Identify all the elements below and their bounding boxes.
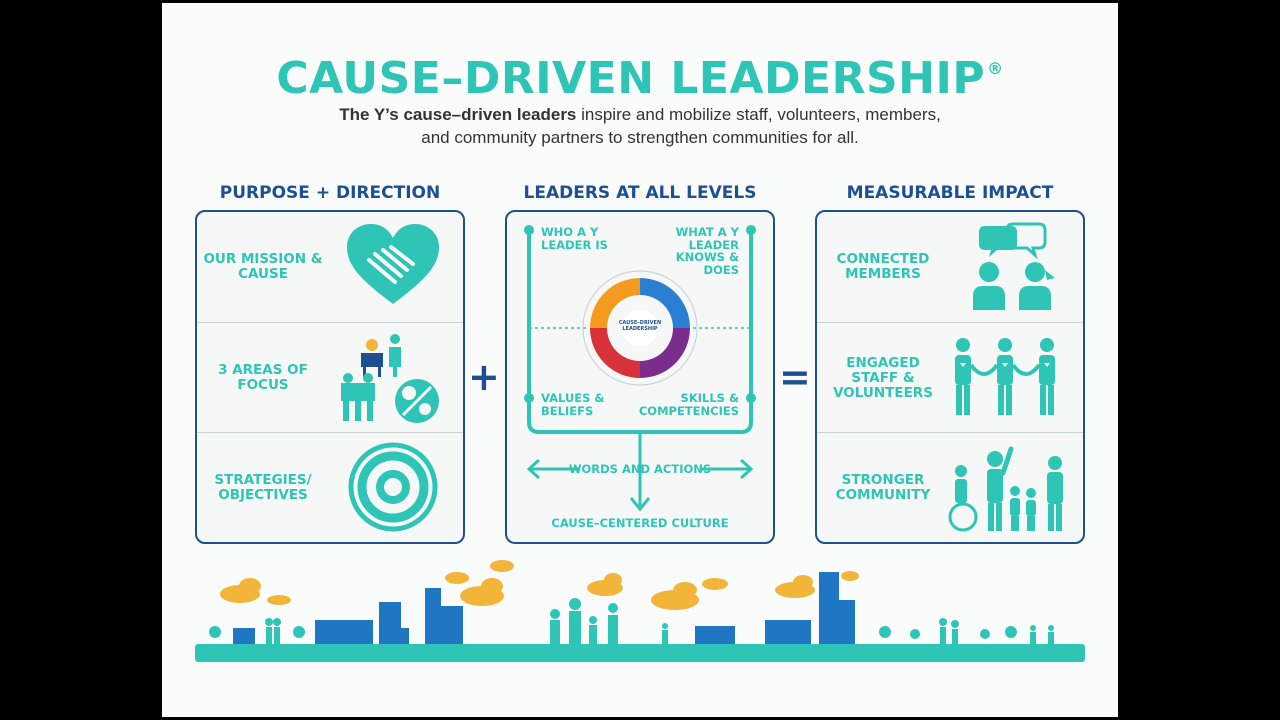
what-leader-knows-label: WHAT A Y LEADER KNOWS & DOES bbox=[675, 225, 739, 277]
measurable-impact-heading: MEASURABLE IMPACT bbox=[846, 183, 1054, 203]
areas-of-focus-row: 3 AREAS OF FOCUS bbox=[197, 322, 463, 433]
areas-of-focus-icon bbox=[341, 334, 439, 423]
heart-hands-icon bbox=[347, 224, 439, 304]
equals-operator: = bbox=[779, 355, 811, 399]
community-group-icon bbox=[948, 446, 1063, 532]
cityscape-illustration bbox=[195, 560, 1085, 662]
mission-row: OUR MISSION & CAUSE bbox=[197, 212, 463, 322]
engaged-staff-label: ENGAGED STAFF & VOLUNTEERS bbox=[833, 354, 933, 401]
purpose-direction-panel: OUR MISSION & CAUSE 3 AREAS OF FOCUS bbox=[195, 210, 465, 544]
registered-mark: ® bbox=[987, 59, 1004, 78]
plus-operator: + bbox=[468, 355, 500, 399]
words-actions-label: WORDS AND ACTIONS bbox=[568, 462, 712, 476]
purpose-direction-heading: PURPOSE + DIRECTION bbox=[219, 183, 441, 203]
subtitle-line-2: and community partners to strengthen com… bbox=[421, 128, 859, 147]
wheel-center-label: CAUSE–DRIVEN LEADERSHIP bbox=[618, 320, 662, 332]
building-icons bbox=[233, 572, 855, 644]
infographic: CAUSE–DRIVEN LEADERSHIP® The Y’s cause–d… bbox=[162, 3, 1118, 717]
linked-people-icon bbox=[955, 338, 1055, 415]
target-icon bbox=[348, 442, 438, 532]
page-title: CAUSE–DRIVEN LEADERSHIP® bbox=[276, 53, 1004, 104]
stronger-community-row: STRONGER COMMUNITY bbox=[817, 432, 1083, 542]
cause-driven-wheel bbox=[582, 270, 698, 386]
leaders-heading: LEADERS AT ALL LEVELS bbox=[523, 183, 757, 203]
skills-competencies-label: SKILLS & COMPETENCIES bbox=[638, 391, 739, 418]
engaged-staff-row: ENGAGED STAFF & VOLUNTEERS bbox=[817, 322, 1083, 433]
strategies-row: STRATEGIES/ OBJECTIVES bbox=[197, 432, 463, 542]
mission-label: OUR MISSION & CAUSE bbox=[203, 251, 323, 282]
values-beliefs-label: VALUES & BELIEFS bbox=[541, 391, 605, 418]
connected-members-row: CONNECTED MEMBERS bbox=[817, 212, 1083, 322]
connected-members-label: CONNECTED MEMBERS bbox=[836, 251, 930, 282]
who-leader-is-label: WHO A Y LEADER IS bbox=[541, 225, 608, 252]
culture-label: CAUSE–CENTERED CULTURE bbox=[551, 516, 729, 530]
ground-strip bbox=[195, 644, 1085, 662]
measurable-impact-panel: CONNECTED MEMBERS ENGAGED STAFF & VOLUNT… bbox=[815, 210, 1085, 544]
connected-people-icon bbox=[973, 222, 1055, 310]
cloud-icons bbox=[220, 560, 859, 610]
stronger-community-label: STRONGER COMMUNITY bbox=[835, 472, 931, 503]
leadership-frame bbox=[524, 225, 756, 512]
subtitle-line-1: The Y’s cause–driven leaders inspire and… bbox=[339, 105, 941, 124]
areas-of-focus-label: 3 AREAS OF FOCUS bbox=[218, 362, 308, 393]
strategies-label: STRATEGIES/ OBJECTIVES bbox=[214, 472, 312, 503]
leaders-panel: WHO A Y LEADER IS WHAT A Y LEADER KNOWS … bbox=[505, 210, 775, 544]
people-icons bbox=[209, 598, 1054, 644]
